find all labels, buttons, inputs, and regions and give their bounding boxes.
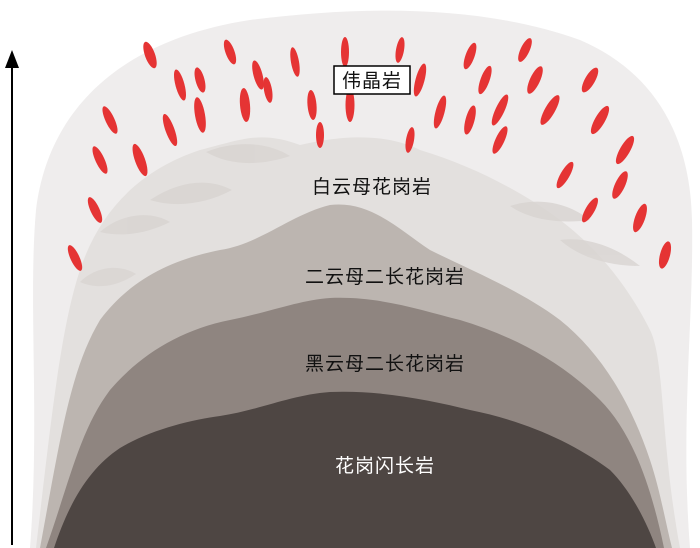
pegmatite-dike (239, 88, 251, 122)
label-frame (333, 65, 411, 95)
pegmatite-dike (223, 39, 237, 65)
pegmatite-dike (263, 77, 273, 103)
pegmatite-dike (615, 135, 635, 165)
pegmatite-dike (345, 88, 355, 122)
wisp-layer (80, 144, 640, 287)
label-two-mica-monzogranite: 二云母二长花岗岩 (305, 266, 465, 288)
pegmatite-dike (143, 41, 157, 69)
pegmatite-dike (540, 95, 560, 125)
pegmatite-dike (194, 97, 206, 133)
pegmatite-dike (556, 161, 574, 189)
pegmatite-dike (590, 105, 610, 135)
pegmatite-dike (581, 67, 599, 93)
pegmatite-dike (491, 94, 509, 126)
pegmatite-dike (612, 171, 628, 199)
pegmatite-dike (173, 69, 187, 101)
pegmatite-dike (478, 65, 492, 95)
pegmatite-dike (67, 245, 83, 271)
pegmatite-dike (252, 60, 264, 90)
zone-granodiorite (54, 391, 656, 548)
label-pegmatite-group: 伟晶岩 (333, 65, 411, 95)
pegmatite-dike (341, 37, 349, 67)
pegmatite-dike (307, 90, 317, 120)
pegmatite-dike (132, 143, 148, 177)
pegmatite-dike (405, 127, 415, 153)
pegmatite-dike (581, 197, 599, 223)
pegmatite-dike (194, 67, 206, 93)
up-arrow-icon (5, 50, 19, 545)
label-biotite-monzogranite: 黑云母二长花岗岩 (305, 353, 465, 375)
pegmatite-dike (518, 38, 532, 62)
pegmatite-dike (463, 42, 477, 70)
pegmatite-dikes (67, 37, 672, 271)
label-granodiorite: 花岗闪长岩 (335, 455, 435, 477)
pegmatite-dike (395, 37, 405, 63)
pegmatite-dike (464, 105, 476, 135)
pegmatite-dike (316, 122, 324, 148)
pegmatite-dike (633, 203, 647, 233)
pegmatite-dike (162, 113, 178, 147)
pegmatite-dike (492, 126, 508, 154)
pegmatite-dike (527, 66, 543, 94)
pegmatite-dike (290, 47, 300, 77)
pegmatite-dike (433, 95, 447, 129)
label-pegmatite: 伟晶岩 (342, 70, 402, 92)
pegmatite-dike (413, 63, 427, 97)
pegmatite-dike (658, 241, 672, 269)
pegmatite-dike (87, 197, 103, 223)
label-muscovite-granite: 白云母花岗岩 (312, 176, 432, 198)
pegmatite-dike (102, 106, 118, 134)
pegmatite-dike (92, 146, 108, 174)
